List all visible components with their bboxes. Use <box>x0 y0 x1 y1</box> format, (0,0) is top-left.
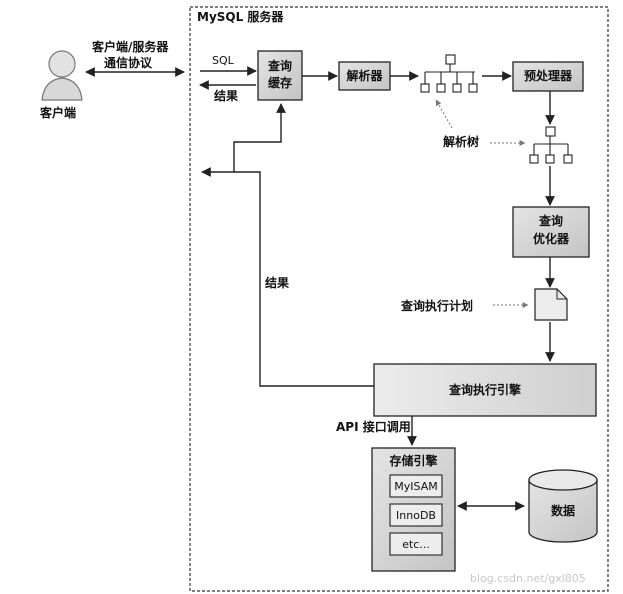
executor-box <box>373 363 597 417</box>
myisam-box <box>389 474 443 498</box>
parser-box <box>338 61 391 91</box>
client-person-icon <box>41 50 83 101</box>
optimizer-label-1: 查询 <box>538 213 563 228</box>
watermark-text: blog.csdn.net/gxl805 <box>470 572 586 585</box>
storage-engine-label: 存储引擎 <box>389 453 438 468</box>
parse-tree-label: 解析树 <box>443 135 480 149</box>
optimizer-box <box>512 206 590 258</box>
preprocessor-label: 预处理器 <box>523 69 572 83</box>
result-loop-line <box>201 167 374 387</box>
plan-document-fold <box>556 289 567 300</box>
result-label-left: 结果 <box>265 276 290 290</box>
query-cache-label-2: 缓存 <box>267 75 292 90</box>
parser-label: 解析器 <box>346 68 383 83</box>
etc-box <box>389 532 443 556</box>
innodb-box <box>389 503 443 527</box>
executor-label: 查询执行引擎 <box>448 382 521 397</box>
parse-tree-icon-2 <box>529 126 573 164</box>
plan-document-icon <box>534 288 568 321</box>
client-label: 客户端 <box>40 106 77 120</box>
preprocessor-box <box>512 61 584 92</box>
optimizer-label-2: 优化器 <box>532 231 569 246</box>
innodb-label: InnoDB <box>396 508 436 522</box>
sql-label: SQL <box>212 54 234 67</box>
api-call-label: API 接口调用 <box>336 420 411 434</box>
myisam-label: MyISAM <box>394 479 438 493</box>
result-label-top: 结果 <box>214 89 239 103</box>
query-cache-label-1: 查询 <box>267 58 292 73</box>
etc-label: etc... <box>402 537 430 551</box>
server-boundary <box>189 6 609 592</box>
query-cache-box <box>257 50 303 101</box>
protocol-label-line2: 通信协议 <box>104 56 153 70</box>
parse-tree-icon-1 <box>420 54 478 93</box>
server-title: MySQL 服务器 <box>197 10 284 24</box>
exec-plan-label: 查询执行计划 <box>401 299 474 313</box>
parse-tree-pointer-up <box>435 99 453 129</box>
protocol-label-line1: 客户端/服务器 <box>92 40 169 54</box>
result-to-cache-line <box>233 103 286 172</box>
data-label: 数据 <box>550 503 575 518</box>
data-cylinder-icon <box>528 469 598 543</box>
